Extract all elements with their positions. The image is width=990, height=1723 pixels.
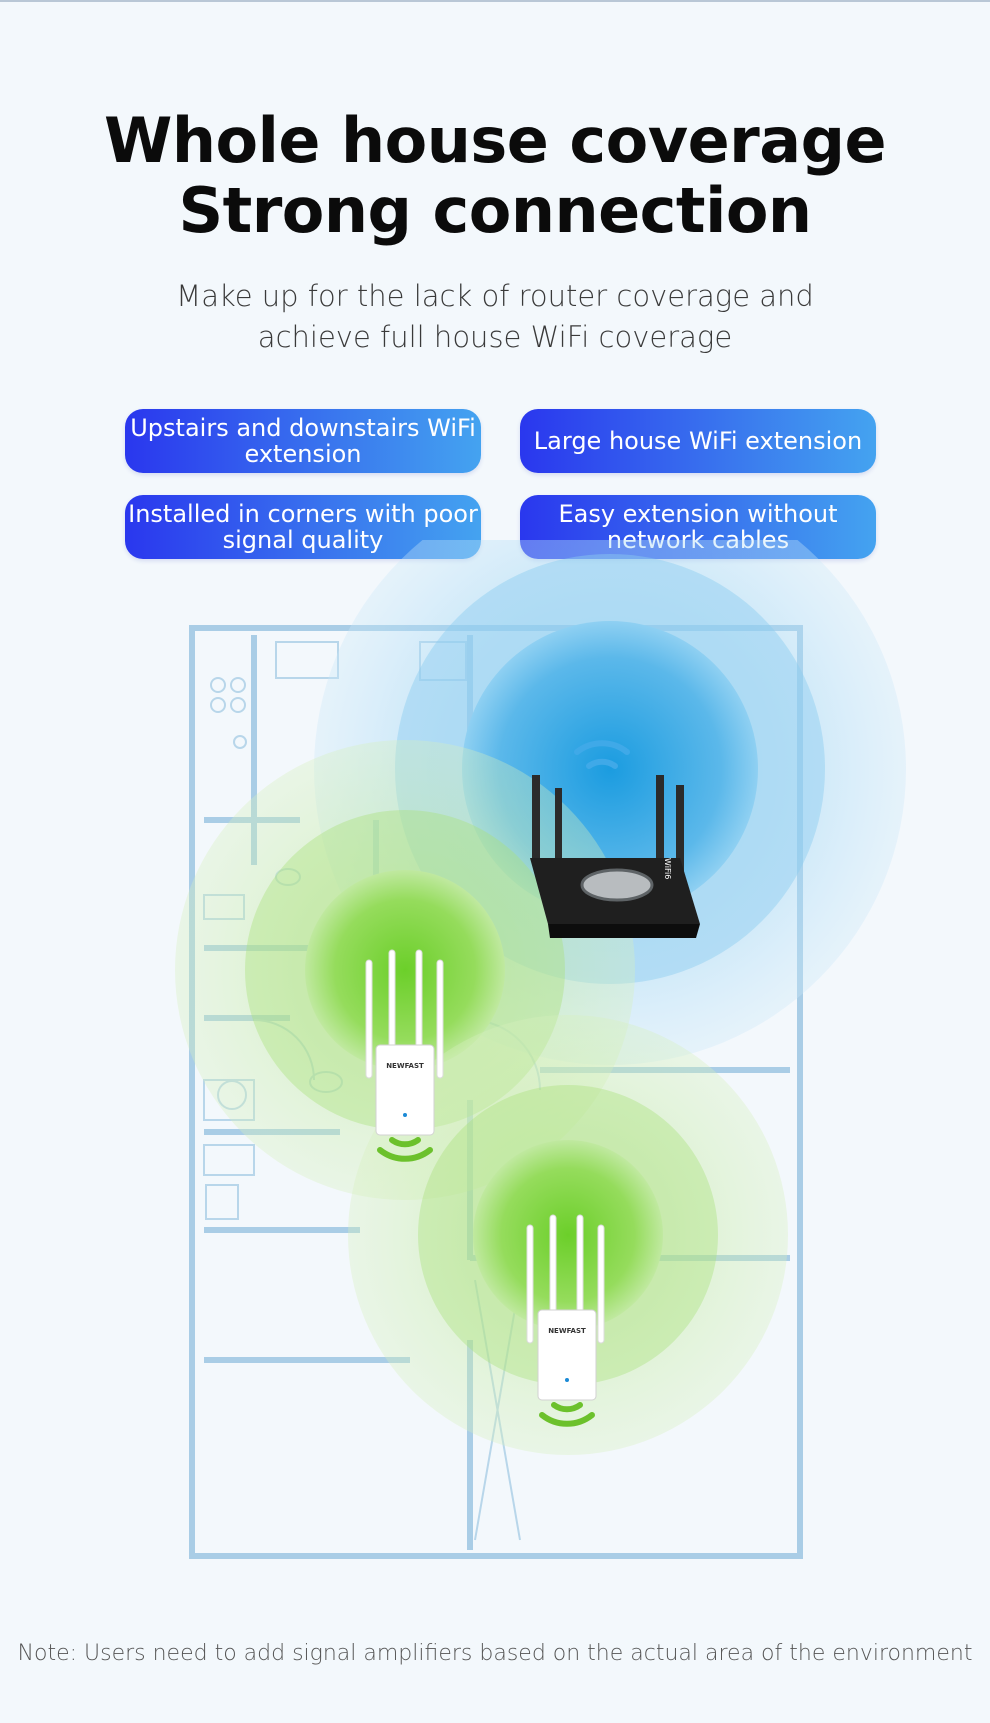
feature-pill-upstairs: Upstairs and downstairs WiFi extension	[125, 409, 481, 473]
extender2-brand: NEWFAST	[548, 1327, 586, 1335]
feature-pill-corners: Installed in corners with poor signal qu…	[125, 495, 481, 559]
headline-line1: Whole house coverage	[103, 104, 887, 177]
top-divider	[0, 0, 990, 2]
feature-pill-label: Installed in corners with poor signal qu…	[128, 500, 478, 554]
extender1-coverage-inner	[305, 870, 505, 1070]
router-device: WiFi6	[530, 740, 700, 938]
extender-device-1: NEWFAST	[365, 949, 444, 1162]
subtitle-line1: Make up for the lack of router coverage …	[176, 279, 814, 313]
extender2-coverage-inner	[473, 1140, 663, 1330]
footer-note: Note: Users need to add signal amplifier…	[17, 1641, 973, 1666]
feature-pill-label: Upstairs and downstairs WiFi extension	[130, 414, 476, 468]
floorplan-coverage-illustration: WiFi6 NEWFAST NEWFAST	[175, 540, 906, 1559]
router-badge: WiFi6	[663, 858, 672, 879]
extender-device-2: NEWFAST	[526, 1214, 605, 1427]
feature-pill-large-house: Large house WiFi extension	[520, 409, 876, 473]
router-wifi-icon	[574, 740, 630, 769]
headline-line2: Strong connection	[178, 174, 812, 247]
extender1-brand: NEWFAST	[386, 1062, 424, 1070]
extender2-wifi-icon	[539, 1402, 595, 1427]
subtitle-line2: achieve full house WiFi coverage	[257, 320, 733, 354]
feature-pill-label: Large house WiFi extension	[533, 427, 863, 455]
extender1-wifi-icon	[377, 1137, 433, 1162]
